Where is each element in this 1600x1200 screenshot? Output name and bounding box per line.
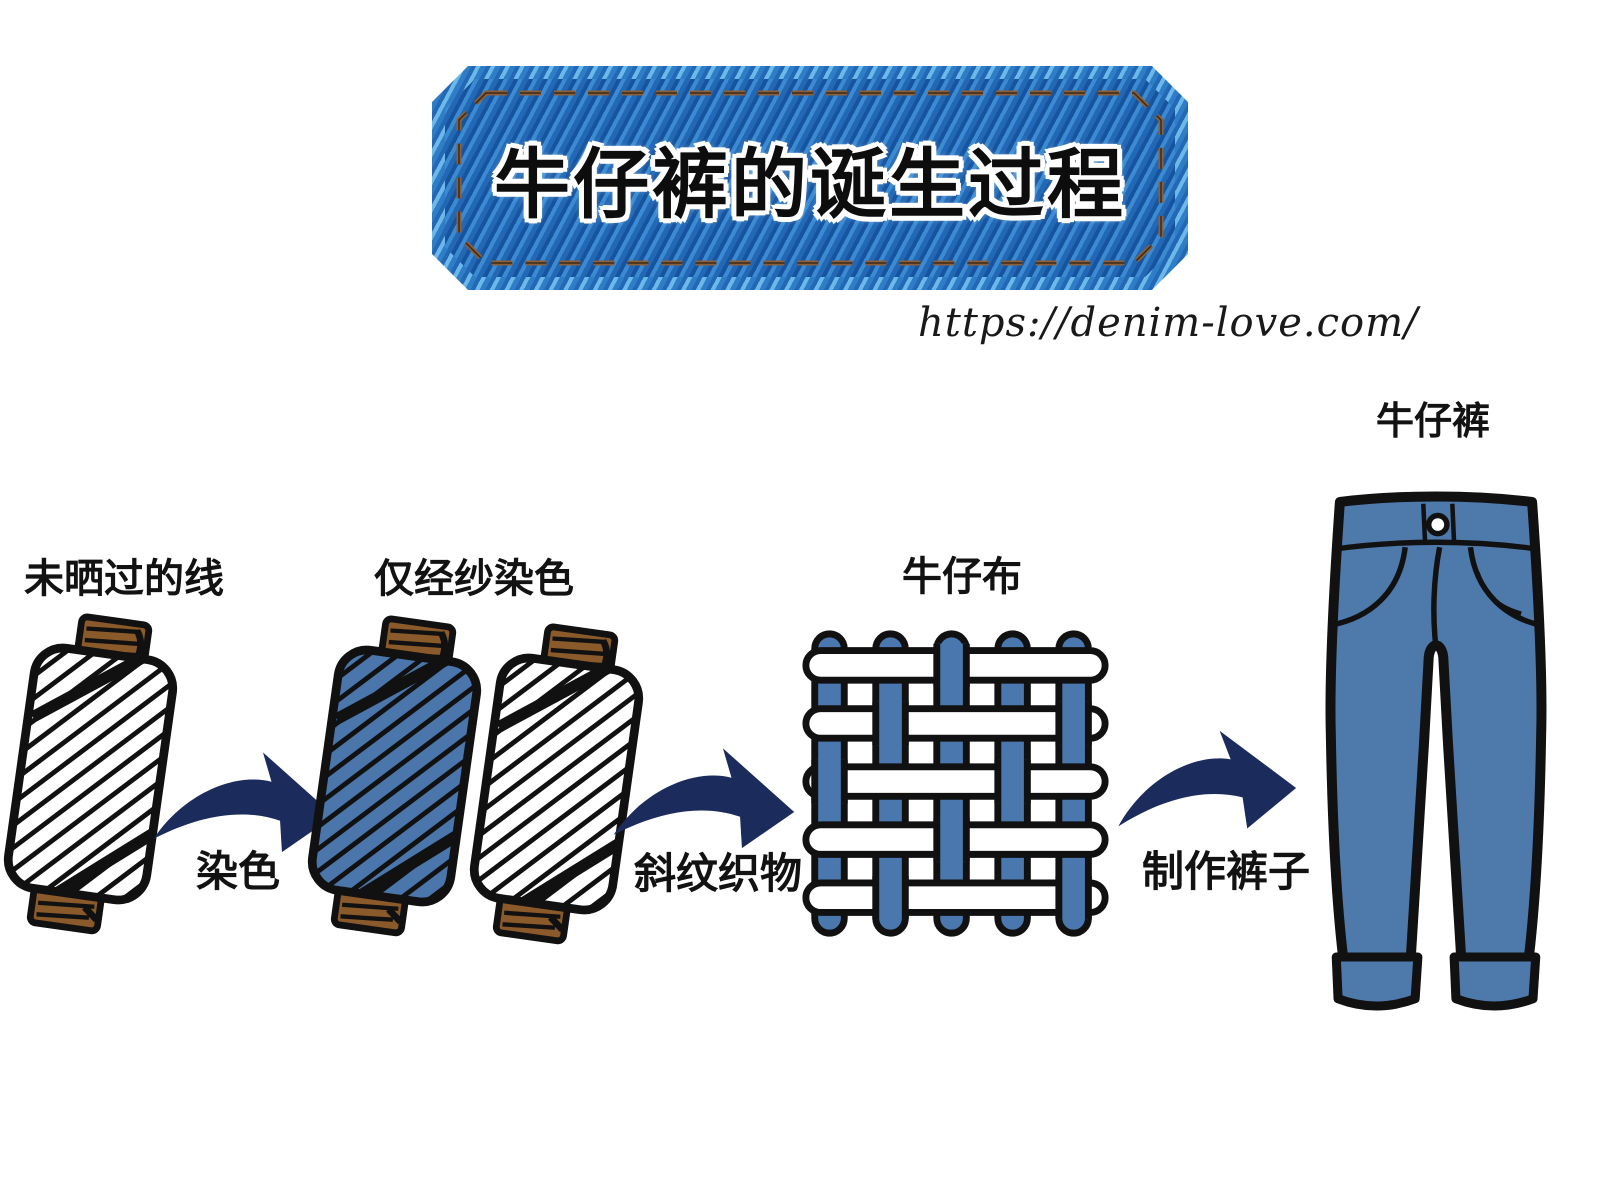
stage-label-jeans: 牛仔裤: [1376, 401, 1491, 443]
sewing-arrow-icon: [1104, 712, 1302, 829]
jeans-icon: [1300, 462, 1572, 1040]
weaving-arrow-icon: [608, 736, 798, 849]
stitch-border: [432, 66, 1188, 290]
arrow-label-make-pants: 制作裤子: [1142, 848, 1311, 895]
banner-denim-patch: [445, 79, 1175, 277]
title-banner: 牛仔裤的诞生过程: [432, 66, 1188, 290]
stage-label-denim-fabric: 牛仔布: [902, 555, 1022, 599]
blue-thread-spool-icon: [291, 606, 499, 946]
dyeing-arrow-icon: [148, 740, 338, 853]
denim-weave-icon: [798, 626, 1113, 944]
stage-label-warp-dyed: 仅经纱染色: [374, 557, 574, 601]
page-title: 牛仔裤的诞生过程: [494, 143, 1126, 228]
jeans-button: [1426, 512, 1450, 537]
stage-label-undyed-thread: 未晒过的线: [24, 557, 224, 601]
source-url: https://denim-love.com/: [918, 300, 1419, 346]
arrow-label-twill-weaving: 斜纹织物: [634, 850, 803, 897]
arrow-label-dyeing: 染色: [196, 848, 281, 895]
white-thread-spool-icon: [0, 604, 194, 944]
white-thread-spool-icon: [453, 614, 661, 954]
